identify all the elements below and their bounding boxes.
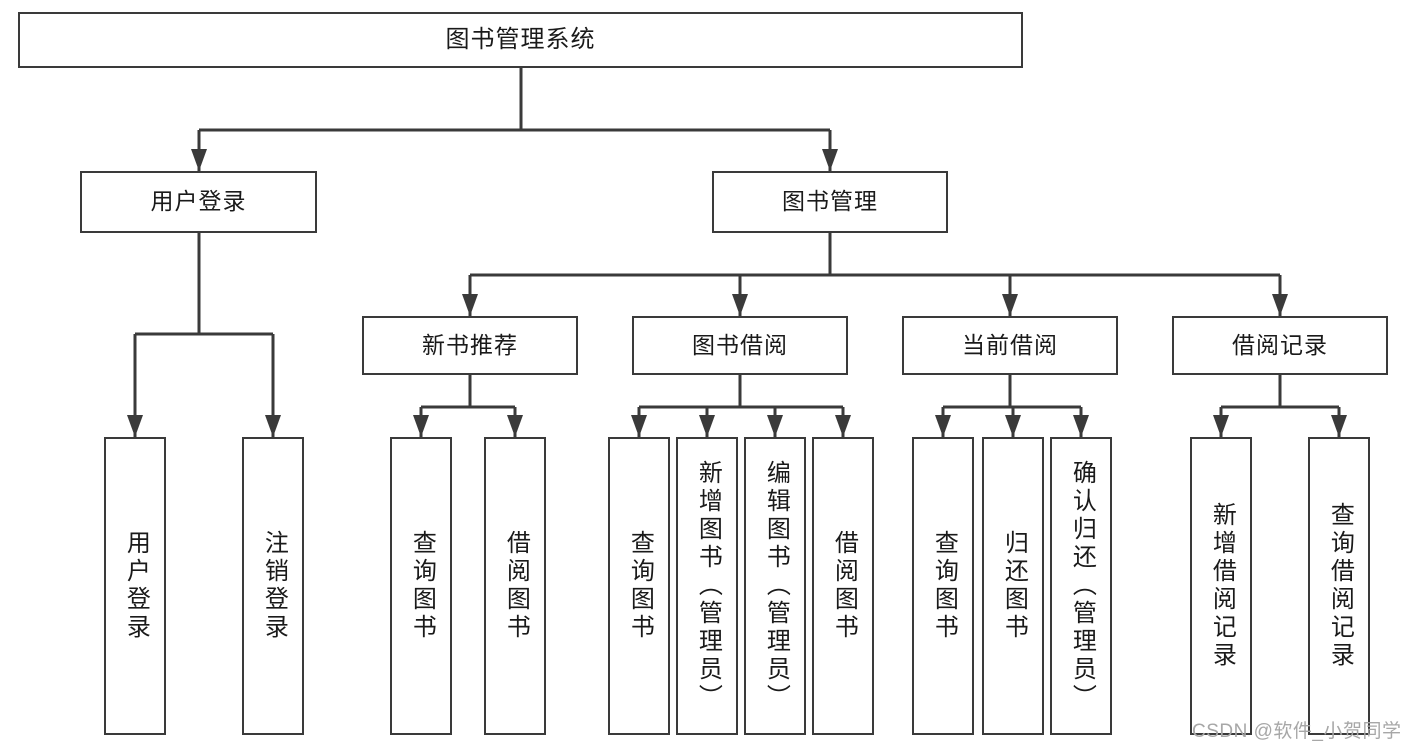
connector-arrowhead — [1213, 415, 1229, 437]
connector-arrowhead — [1331, 415, 1347, 437]
node-leaf-bb-add[interactable]: 新增图书（管理员） — [676, 437, 738, 735]
connector-arrowhead — [1002, 294, 1018, 316]
node-label-user-login: 用户登录 — [150, 188, 247, 215]
node-leaf-br-add[interactable]: 新增借阅记录 — [1190, 437, 1252, 735]
node-book-borrow[interactable]: 图书借阅 — [632, 316, 848, 375]
node-label-borrow-record: 借阅记录 — [1232, 331, 1328, 358]
node-leaf-bb-borrow[interactable]: 借阅图书 — [812, 437, 874, 735]
node-user-login[interactable]: 用户登录 — [80, 171, 317, 233]
node-current-borrow[interactable]: 当前借阅 — [902, 316, 1118, 375]
node-label-leaf-bb-borrow: 借阅图书 — [830, 530, 858, 642]
node-leaf-cb-return[interactable]: 归还图书 — [982, 437, 1044, 735]
connector-arrowhead — [507, 415, 523, 437]
node-label-root: 图书管理系统 — [445, 25, 596, 53]
watermark-label: CSDN @软件_小贺同学 — [1192, 721, 1402, 742]
connector-arrowhead — [935, 415, 951, 437]
node-label-book-borrow: 图书借阅 — [692, 331, 788, 358]
connector-arrowhead — [822, 149, 838, 171]
connector-arrowhead — [699, 415, 715, 437]
connector-arrowhead — [191, 149, 207, 171]
node-label-leaf-rec-borrow: 借阅图书 — [502, 530, 530, 642]
node-label-leaf-cb-query: 查询图书 — [930, 530, 958, 642]
node-borrow-record[interactable]: 借阅记录 — [1172, 316, 1388, 375]
connector-arrowhead — [631, 415, 647, 437]
node-label-book-manage: 图书管理 — [782, 188, 878, 215]
connector-arrowhead — [265, 415, 281, 437]
connector-arrowhead — [767, 415, 783, 437]
node-label-leaf-bb-add: 新增图书（管理员） — [694, 460, 722, 712]
node-label-leaf-rec-query: 查询图书 — [408, 530, 436, 642]
node-label-leaf-bb-query: 查询图书 — [626, 530, 654, 642]
connector-arrowhead — [1272, 294, 1288, 316]
node-leaf-logout[interactable]: 注销登录 — [242, 437, 304, 735]
connector-arrowhead — [127, 415, 143, 437]
node-label-current-borrow: 当前借阅 — [962, 331, 1058, 358]
node-label-leaf-user-login: 用户登录 — [122, 530, 150, 642]
node-label-leaf-br-query: 查询借阅记录 — [1326, 502, 1354, 670]
node-leaf-br-query[interactable]: 查询借阅记录 — [1308, 437, 1370, 735]
connector-arrowhead — [732, 294, 748, 316]
node-leaf-user-login[interactable]: 用户登录 — [104, 437, 166, 735]
node-label-leaf-br-add: 新增借阅记录 — [1208, 502, 1236, 670]
node-book-manage[interactable]: 图书管理 — [712, 171, 948, 233]
node-leaf-bb-edit[interactable]: 编辑图书（管理员） — [744, 437, 806, 735]
node-label-leaf-cb-return: 归还图书 — [1000, 530, 1028, 642]
node-leaf-rec-query[interactable]: 查询图书 — [390, 437, 452, 735]
connector-arrowhead — [413, 415, 429, 437]
connector-arrowhead — [835, 415, 851, 437]
node-label-leaf-logout: 注销登录 — [260, 530, 288, 642]
node-leaf-cb-query[interactable]: 查询图书 — [912, 437, 974, 735]
node-label-leaf-cb-confirm: 确认归还（管理员） — [1068, 460, 1096, 712]
node-leaf-bb-query[interactable]: 查询图书 — [608, 437, 670, 735]
connector-arrowhead — [1073, 415, 1089, 437]
connector-arrowhead — [1005, 415, 1021, 437]
node-leaf-rec-borrow[interactable]: 借阅图书 — [484, 437, 546, 735]
node-label-new-book-rec: 新书推荐 — [422, 331, 518, 358]
node-root[interactable]: 图书管理系统 — [18, 12, 1023, 68]
node-label-leaf-bb-edit: 编辑图书（管理员） — [762, 460, 790, 712]
connector-arrowhead — [462, 294, 478, 316]
node-leaf-cb-confirm[interactable]: 确认归还（管理员） — [1050, 437, 1112, 735]
node-new-book-rec[interactable]: 新书推荐 — [362, 316, 578, 375]
